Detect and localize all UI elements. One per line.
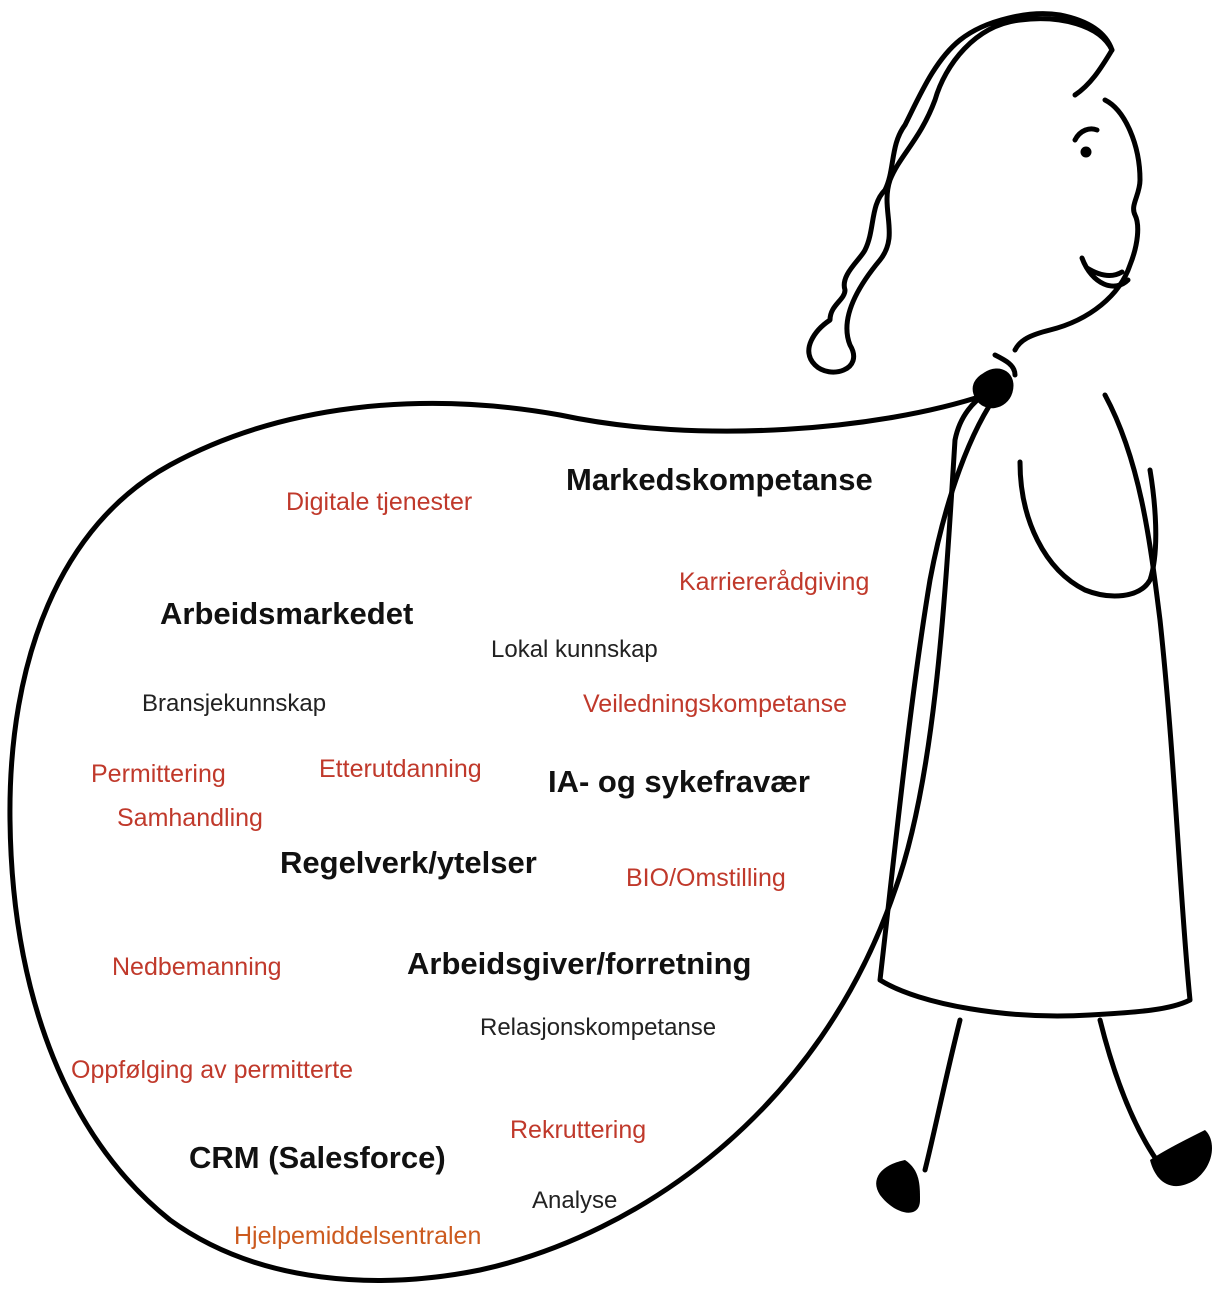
term-bransjekunnskap: Bransjekunnskap <box>142 690 327 717</box>
term-relasjonskompetanse: Relasjonskompetanse <box>480 1014 717 1041</box>
term-arbeidsgiver-forretning: Arbeidsgiver/forretning <box>407 946 752 981</box>
term-karriereradgiving: Karriererådgiving <box>679 568 870 596</box>
hand-grip <box>972 368 1014 409</box>
hair-outline <box>806 11 1115 375</box>
term-oppfolging-permitterte: Oppfølging av permitterte <box>71 1056 354 1084</box>
eyebrow <box>1072 126 1100 143</box>
term-bio-omstilling: BIO/Omstilling <box>626 864 786 892</box>
dress-outline <box>877 387 1193 1019</box>
face-profile <box>1012 97 1143 353</box>
term-rekruttering: Rekruttering <box>510 1116 647 1144</box>
term-etterutdanning: Etterutdanning <box>319 755 482 783</box>
term-arbeidsmarkedet: Arbeidsmarkedet <box>160 596 414 631</box>
term-permittering: Permittering <box>91 760 226 788</box>
term-markedskompetanse: Markedskompetanse <box>566 462 873 497</box>
term-analyse: Analyse <box>532 1187 618 1214</box>
left-leg <box>922 1017 963 1173</box>
term-regelverk-ytelser: Regelverk/ytelser <box>280 845 537 880</box>
eye-icon <box>1080 146 1092 158</box>
neck <box>992 352 1018 378</box>
smile <box>1079 255 1131 289</box>
term-ia-sykefravaer: IA- og sykefravær <box>548 764 810 799</box>
smile-line <box>1084 265 1125 278</box>
term-lokal-kunnskap: Lokal kunnskap <box>491 636 658 663</box>
left-shoe <box>876 1160 920 1213</box>
term-digitale-tjenester: Digitale tjenester <box>286 488 473 516</box>
hair-inner-line <box>1072 47 1115 98</box>
term-hjelpemiddelsentralen: Hjelpemiddelsentralen <box>234 1222 482 1250</box>
term-samhandling: Samhandling <box>117 804 263 832</box>
sack-outline <box>7 392 988 1283</box>
term-crm-salesforce: CRM (Salesforce) <box>189 1140 446 1175</box>
arm <box>1017 459 1159 599</box>
term-veiledningskompetanse: Veiledningskompetanse <box>583 690 848 718</box>
right-leg <box>1097 1017 1163 1168</box>
term-nedbemanning: Nedbemanning <box>112 953 282 981</box>
right-shoe <box>1150 1130 1212 1187</box>
